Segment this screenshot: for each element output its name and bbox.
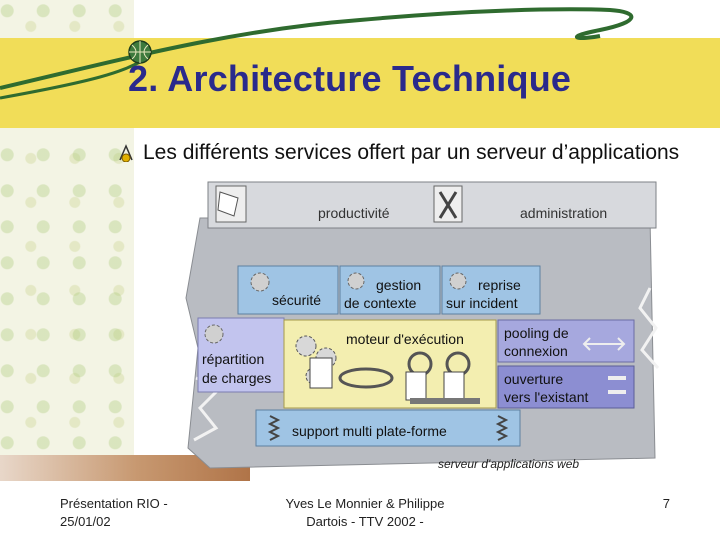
svg-text:pooling de: pooling de (504, 325, 569, 341)
connector-icon (608, 376, 626, 394)
top-bar: productivité administration (207, 181, 657, 229)
multi-platform-label: support multi plate-forme (292, 423, 447, 439)
gear-icon (347, 272, 365, 290)
gear-icon (204, 324, 224, 344)
svg-text:connexion: connexion (504, 343, 568, 359)
gear-icon (449, 272, 467, 290)
architecture-diagram: productivité administration sécurité ges… (185, 181, 660, 471)
slide-title: 2. Architecture Technique (128, 58, 572, 99)
productivity-label: productivité (318, 205, 390, 221)
context-box: gestion de contexte (339, 265, 441, 315)
recovery-box: reprise sur incident (441, 265, 541, 315)
globe-icon (128, 40, 152, 64)
security-box: sécurité (237, 265, 339, 315)
double-arrow-icon (582, 337, 626, 351)
footer-authors: Yves Le Monnier & Philippe Dartois - TTV… (285, 496, 445, 529)
security-label: sécurité (272, 292, 321, 308)
spring-icon (495, 415, 509, 441)
multi-platform-bar: support multi plate-forme (255, 409, 521, 447)
execution-engine-box: moteur d'exécution (283, 319, 497, 409)
gear-icon (295, 335, 317, 357)
svg-text:sur incident: sur incident (446, 295, 518, 311)
conveyor-belt (338, 367, 394, 389)
svg-text:reprise: reprise (478, 277, 521, 293)
svg-text:répartition: répartition (202, 351, 264, 367)
svg-text:de contexte: de contexte (344, 295, 417, 311)
title-band (0, 38, 720, 128)
bullet-text: Les différents services offert par un se… (143, 141, 680, 164)
svg-text:vers l'existant: vers l'existant (504, 389, 588, 405)
execution-engine-label: moteur d'exécution (346, 331, 464, 347)
svg-text:ouverture: ouverture (504, 371, 563, 387)
document-icon (309, 357, 333, 389)
page-number: 7 (662, 496, 670, 511)
spring-icon (267, 415, 281, 441)
connection-pooling-box: pooling de connexion (497, 319, 635, 363)
svg-text:de charges: de charges (202, 370, 271, 386)
legacy-access-box: ouverture vers l'existant (497, 365, 635, 409)
administration-label: administration (520, 205, 607, 221)
footer-presentation-info: Présentation RIO - 25/01/02 (60, 496, 168, 529)
diagram-caption: serveur d'applications web (438, 457, 579, 471)
svg-text:gestion: gestion (376, 277, 421, 293)
decorative-swoosh (0, 7, 634, 100)
gear-icon (250, 272, 270, 292)
bullet-icon (119, 144, 133, 162)
load-balancing-box: répartition de charges (197, 317, 285, 393)
